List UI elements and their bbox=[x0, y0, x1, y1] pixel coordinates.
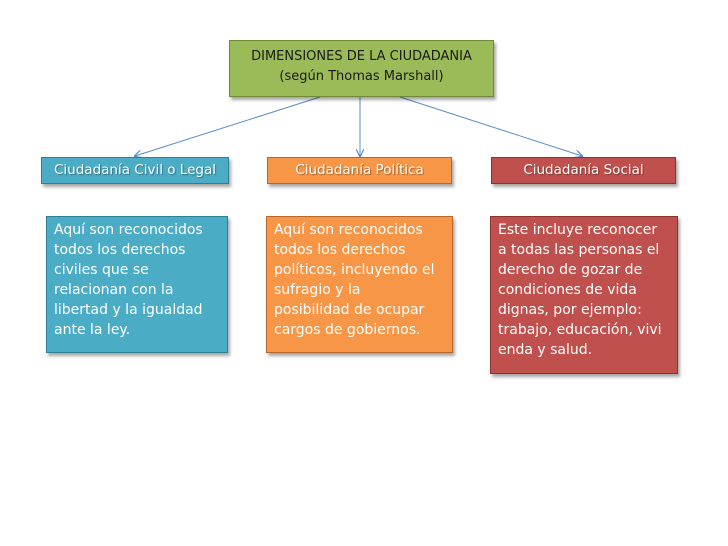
description-line: dignas, por ejemplo: bbox=[498, 302, 642, 318]
root-subtitle: (según Thomas Marshall) bbox=[279, 69, 444, 84]
description-line: Este incluye reconocer bbox=[498, 222, 658, 238]
description-line: a todas las personas el bbox=[498, 242, 660, 258]
root-title: DIMENSIONES DE LA CIUDADANIA bbox=[251, 49, 472, 64]
description-line: Aquí son reconocidos bbox=[274, 222, 423, 238]
description-line: relacionan con la bbox=[54, 282, 174, 298]
description-line: civiles que se bbox=[54, 262, 149, 278]
arrow-to-civil bbox=[135, 96, 321, 156]
description-civil: Aquí son reconocidos todos los derechos … bbox=[46, 216, 228, 353]
description-politica: Aquí son reconocidos todos los derechos … bbox=[266, 216, 453, 353]
description-line: enda y salud. bbox=[498, 342, 593, 358]
description-line: sufragio y la bbox=[274, 282, 361, 298]
description-line: condiciones de vida bbox=[498, 282, 637, 298]
header-social: Ciudadanía Social bbox=[491, 157, 676, 184]
description-line: libertad y la igualdad bbox=[54, 302, 203, 318]
header-politica: Ciudadanía Política bbox=[267, 157, 452, 184]
root-node: DIMENSIONES DE LA CIUDADANIA (según Thom… bbox=[229, 40, 494, 97]
header-civil: Ciudadanía Civil o Legal bbox=[41, 157, 229, 184]
description-line: derecho de gozar de bbox=[498, 262, 643, 278]
description-line: trabajo, educación, vivi bbox=[498, 322, 662, 338]
description-line: cargos de gobiernos. bbox=[274, 322, 421, 338]
description-line: Aquí son reconocidos bbox=[54, 222, 203, 238]
arrow-to-social bbox=[399, 96, 582, 156]
description-social: Este incluye reconocer a todas las perso… bbox=[490, 216, 678, 374]
description-line: todos los derechos bbox=[274, 242, 406, 258]
description-line: posibilidad de ocupar bbox=[274, 302, 425, 318]
description-line: políticos, incluyendo el bbox=[274, 262, 435, 278]
description-line: todos los derechos bbox=[54, 242, 186, 258]
description-line: ante la ley. bbox=[54, 322, 131, 338]
